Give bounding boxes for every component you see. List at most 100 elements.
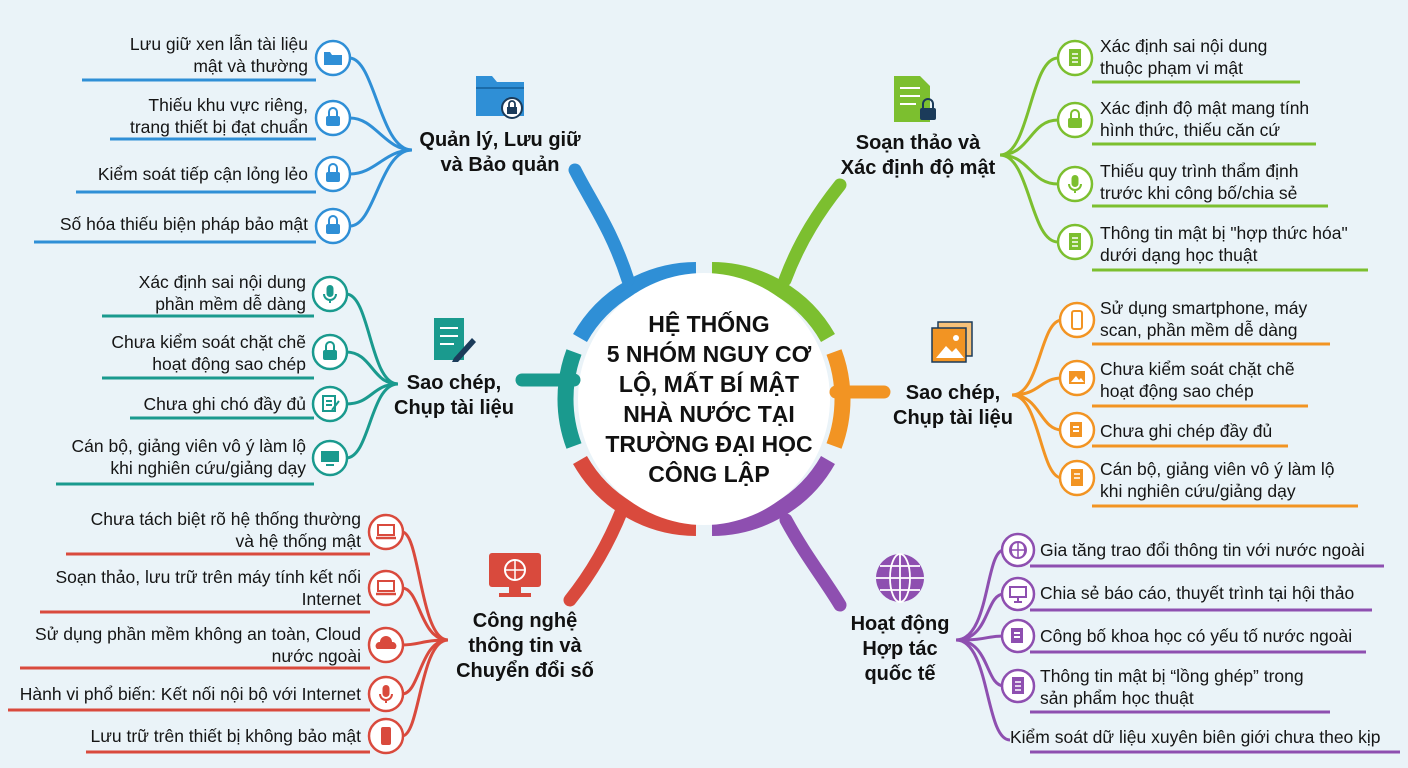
leaf-text-line: trang thiết bị đạt chuẩn	[129, 117, 308, 137]
leaf-text-line: Thiếu khu vực riêng,	[148, 95, 308, 115]
leaf-text-line: Chưa tách biệt rõ hệ thống thường	[90, 509, 361, 529]
leaf-text-line: hoạt động sao chép	[1100, 381, 1254, 401]
microphone-icon	[311, 275, 349, 313]
branch-label-line: Chụp tài liệu	[893, 407, 1013, 429]
branch-trunk-hop-tac	[779, 513, 847, 612]
leaf-text-line: hình thức, thiếu căn cứ	[1100, 120, 1281, 140]
leaf-text-line: Chưa ghi chép đầy đủ	[1100, 421, 1273, 441]
leaf-text-line: Lưu giữ xen lẫn tài liệu	[129, 34, 308, 54]
leaf-soan-thao-2: Xác định độ mật mang tính hình thức, thi…	[1100, 97, 1309, 141]
leaf-text-line: phần mềm dễ dàng	[155, 294, 306, 314]
lock-icon	[314, 155, 352, 193]
leaf-text-line: Cán bộ, giảng viên vô ý làm lộ	[71, 436, 306, 456]
computer-icon	[311, 439, 349, 477]
leaf-hop-tac-1: Gia tăng trao đổi thông tin với nước ngo…	[1040, 539, 1365, 561]
branch-label-line: Xác định độ mật	[840, 157, 996, 179]
leaf-text-line: dưới dạng học thuật	[1100, 245, 1258, 265]
leaf-hop-tac-3: Công bố khoa học có yếu tố nước ngoài	[1040, 625, 1352, 647]
lock-icon	[314, 99, 352, 137]
cloud-icon	[367, 626, 405, 664]
leaf-sao-chep-left-4: Cán bộ, giảng viên vô ý làm lộ khi nghiê…	[72, 435, 306, 479]
leaf-text-line: Chưa ghi chó đầy đủ	[143, 394, 306, 414]
connectors-hop-tac	[955, 548, 1400, 754]
leaf-text-line: và hệ thống mật	[235, 531, 362, 551]
leaf-cong-nghe-3: Sử dụng phần mềm không an toàn, Cloud nư…	[35, 623, 361, 667]
microphone-icon	[367, 675, 405, 713]
branch-label-hop-tac: Hoạt động Hợp tác quốc tế	[840, 612, 960, 687]
center-title-line: 5 NHÓM NGUY CƠ	[606, 341, 812, 367]
branch-label-quan-ly: Quản lý, Lưu giữ và Bảo quản	[412, 128, 588, 178]
center-ring	[557, 262, 851, 536]
microphone-icon	[1056, 165, 1094, 203]
leaf-text-line: Số hóa thiếu biện pháp bảo mật	[59, 214, 308, 234]
leaf-sao-chep-right-3: Chưa ghi chép đầy đủ	[1100, 420, 1272, 442]
laptop-icon	[367, 513, 405, 551]
leaf-text-line: Soạn thảo, lưu trữ trên máy tính kết nối	[55, 567, 361, 587]
document-icon	[1000, 668, 1036, 704]
leaf-text-line: Hành vi phổ biến: Kết nối nội bộ với Int…	[19, 684, 361, 704]
connectors-soan-thao	[999, 56, 1368, 272]
ring-segment-green	[711, 262, 835, 343]
notepad-icon	[1058, 411, 1096, 449]
leaf-text-line: Xác định độ mật mang tính	[1100, 98, 1310, 118]
laptop-icon	[367, 569, 405, 607]
leaf-icons-sao-chep-right	[1058, 301, 1096, 497]
branch-label-line: Quản lý, Lưu giữ	[419, 129, 581, 151]
branch-label-sao-chep-left: Sao chép, Chụp tài liệu	[384, 371, 524, 421]
leaf-text-line: nước ngoài	[271, 646, 361, 666]
leaf-sao-chep-right-4: Cán bộ, giảng viên vô ý làm lộ khi nghiê…	[1100, 458, 1334, 502]
leaf-text-line: Sử dụng phần mềm không an toàn, Cloud	[35, 624, 361, 644]
leaf-text-line: Xác định sai nội dung	[138, 272, 306, 292]
center-title-line: CÔNG LẬP	[648, 461, 770, 487]
leaf-soan-thao-4: Thông tin mật bị "hợp thức hóa" dưới dạn…	[1100, 222, 1348, 266]
leaf-quan-ly-1: Lưu giữ xen lẫn tài liệu mật và thường	[130, 33, 308, 77]
leaf-text-line: Thông tin mật bị “lồng ghép” trong	[1040, 666, 1304, 686]
leaf-icons-hop-tac	[1000, 532, 1036, 704]
leaf-text-line: thuộc phạm vi mật	[1100, 58, 1243, 78]
leaf-text-line: scan, phần mềm dễ dàng	[1100, 320, 1298, 340]
presentation-icon	[1000, 576, 1036, 612]
notepad-icon	[311, 385, 349, 423]
leaf-sao-chep-left-3: Chưa ghi chó đầy đủ	[143, 393, 306, 415]
leaf-sao-chep-left-2: Chưa kiểm soát chặt chẽ hoạt động sao ch…	[111, 331, 306, 375]
leaf-text-line: Cán bộ, giảng viên vô ý làm lộ	[1100, 459, 1335, 479]
leaf-cong-nghe-1: Chưa tách biệt rõ hệ thống thường và hệ …	[91, 508, 361, 552]
folder-lock-icon	[476, 76, 524, 119]
leaf-text-line: Gia tăng trao đổi thông tin với nước ngo…	[1040, 540, 1365, 560]
document-lock-icon	[894, 76, 936, 122]
leaf-cong-nghe-2: Soạn thảo, lưu trữ trên máy tính kết nối…	[55, 566, 361, 610]
leaf-text-line: Kiểm soát tiếp cận lỏng lẻo	[97, 164, 308, 184]
ring-segment-red	[573, 455, 697, 536]
leaf-text-line: Internet	[301, 589, 361, 609]
branch-label-line: và Bảo quản	[440, 154, 560, 176]
branch-label-line: Chụp tài liệu	[394, 397, 514, 419]
folder-icon	[314, 39, 352, 77]
branch-label-sao-chep-right: Sao chép, Chụp tài liệu	[880, 381, 1026, 431]
leaf-text-line: khi nghiên cứu/giảng dạy	[1100, 481, 1296, 501]
branch-label-soan-thao: Soạn thảo và Xác định độ mật	[824, 131, 1012, 181]
leaf-icons-sao-chep-left	[311, 275, 349, 477]
leaf-sao-chep-right-2: Chưa kiểm soát chặt chẽ hoạt động sao ch…	[1100, 358, 1295, 402]
branch-trunk-quan-ly	[568, 163, 635, 287]
branch-label-line: Hợp tác	[862, 638, 938, 660]
leaf-text-line: Công bố khoa học có yếu tố nước ngoài	[1040, 626, 1353, 646]
connectors-cong-nghe	[8, 530, 449, 754]
branch-trunk-cong-nghe	[563, 503, 629, 607]
leaf-soan-thao-1: Xác định sai nội dung thuộc phạm vi mật	[1100, 35, 1267, 79]
ring-segment-teal	[557, 349, 582, 449]
lock-icon	[1056, 101, 1094, 139]
leaf-text-line: Thiếu quy trình thẩm định	[1100, 161, 1299, 181]
leaf-quan-ly-2: Thiếu khu vực riêng, trang thiết bị đạt …	[130, 94, 308, 138]
leaf-sao-chep-right-1: Sử dụng smartphone, máy scan, phần mềm d…	[1100, 297, 1307, 341]
phone-icon	[1058, 301, 1096, 339]
branch-label-line: thông tin và	[468, 635, 582, 657]
ring-segment-orange	[826, 349, 851, 449]
branch-label-line: Sao chép,	[905, 382, 1001, 404]
leaf-hop-tac-5: Kiểm soát dữ liệu xuyên biên giới chưa t…	[1010, 726, 1381, 748]
center-title-line: TRƯỜNG ĐẠI HỌC	[605, 431, 813, 457]
branch-label-line: Sao chép,	[406, 372, 502, 394]
branch-trunk-soan-thao	[778, 178, 847, 287]
document-icon	[1056, 39, 1094, 77]
leaf-quan-ly-3: Kiểm soát tiếp cận lỏng lẻo	[98, 163, 308, 185]
